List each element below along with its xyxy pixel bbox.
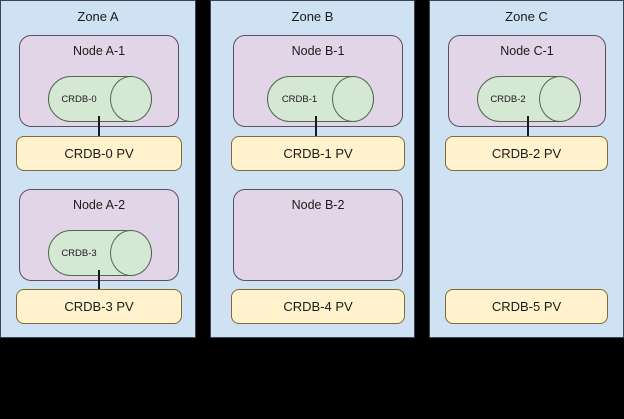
cylinder-cap-icon <box>332 76 374 122</box>
pv-label-crdb-1: CRDB-1 PV <box>283 146 353 161</box>
node-box-c-1[interactable]: Node C-1 CRDB-2 <box>448 35 606 127</box>
database-cylinder-crdb-0[interactable]: CRDB-0 <box>48 76 152 122</box>
zone-panel-a[interactable]: Zone A Node A-1 CRDB-0 CRDB-0 PV Node A-… <box>0 0 196 338</box>
cylinder-cap-icon <box>539 76 581 122</box>
cylinder-cap-icon <box>110 76 152 122</box>
zone-panel-b[interactable]: Zone B Node B-1 CRDB-1 CRDB-1 PV Node B-… <box>210 0 415 338</box>
database-label-crdb-0: CRDB-0 <box>61 93 97 105</box>
node-label-a-1: Node A-1 <box>72 44 126 58</box>
connector-line-a-1 <box>98 116 100 137</box>
node-box-a-2[interactable]: Node A-2 CRDB-3 <box>19 189 179 281</box>
node-label-a-2: Node A-2 <box>72 198 126 212</box>
pv-label-crdb-0: CRDB-0 PV <box>64 146 134 161</box>
pv-box-crdb-2[interactable]: CRDB-2 PV <box>445 136 608 171</box>
connector-line-a-2 <box>98 270 100 290</box>
node-label-c-1: Node C-1 <box>500 44 554 58</box>
database-label-crdb-2: CRDB-2 <box>490 93 526 105</box>
node-box-b-1[interactable]: Node B-1 CRDB-1 <box>233 35 403 127</box>
pv-box-crdb-4[interactable]: CRDB-4 PV <box>231 289 405 324</box>
database-cylinder-crdb-1[interactable]: CRDB-1 <box>267 76 374 122</box>
pv-box-crdb-5[interactable]: CRDB-5 PV <box>445 289 608 324</box>
database-label-crdb-3: CRDB-3 <box>61 247 97 259</box>
pv-label-crdb-4: CRDB-4 PV <box>283 299 353 314</box>
zone-title-c: Zone C <box>505 9 548 24</box>
pv-box-crdb-3[interactable]: CRDB-3 PV <box>16 289 182 324</box>
pv-box-crdb-0[interactable]: CRDB-0 PV <box>16 136 182 171</box>
pv-box-crdb-1[interactable]: CRDB-1 PV <box>231 136 405 171</box>
node-box-b-2[interactable]: Node B-2 <box>233 189 403 281</box>
database-cylinder-crdb-2[interactable]: CRDB-2 <box>477 76 581 122</box>
node-label-b-1: Node B-1 <box>291 44 345 58</box>
pv-label-crdb-5: CRDB-5 PV <box>491 299 562 314</box>
zone-title-b: Zone B <box>291 9 334 24</box>
connector-line-c-1 <box>527 116 529 137</box>
pv-label-crdb-2: CRDB-2 PV <box>491 146 562 161</box>
cylinder-cap-icon <box>110 230 152 276</box>
database-cylinder-crdb-3[interactable]: CRDB-3 <box>48 230 152 276</box>
database-label-crdb-1: CRDB-1 <box>281 93 318 105</box>
node-label-b-2: Node B-2 <box>291 198 345 212</box>
connector-line-b-1 <box>315 116 317 137</box>
zone-panel-c[interactable]: Zone C Node C-1 CRDB-2 CRDB-2 PV CRDB-5 … <box>429 0 624 338</box>
node-box-a-1[interactable]: Node A-1 CRDB-0 <box>19 35 179 127</box>
zone-title-a: Zone A <box>77 9 119 24</box>
pv-label-crdb-3: CRDB-3 PV <box>64 299 134 314</box>
